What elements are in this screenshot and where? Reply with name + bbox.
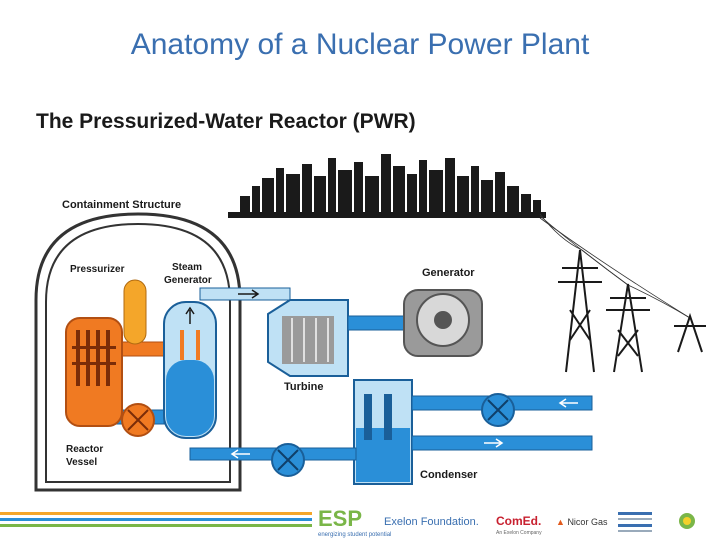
- cooling-pump: [481, 393, 515, 427]
- comed-logo: ComEd. An Exelon Company: [496, 512, 542, 536]
- generator: [403, 289, 483, 357]
- condenser-label: Condenser: [420, 469, 478, 481]
- city-skyline: [228, 154, 546, 218]
- nicor-gas-logo: ▲ Nicor Gas: [556, 517, 607, 527]
- comed-tagline: An Exelon Company: [496, 530, 542, 536]
- footer: ESP energizing student potential Exelon …: [0, 500, 720, 540]
- esp-logo: ESP energizing student potential: [318, 506, 391, 538]
- bp-helios-icon: [679, 513, 695, 529]
- esp-logo-text: ESP: [318, 506, 363, 531]
- footer-stripes: [0, 512, 312, 527]
- exelon-foundation-logo: Exelon Foundation.: [384, 516, 479, 528]
- turbine: [267, 299, 349, 377]
- partner-seal: [618, 510, 654, 539]
- slide-title: Anatomy of a Nuclear Power Plant: [130, 28, 590, 61]
- steam-generator: [163, 301, 217, 439]
- pwr-diagram: The Pressurized-Water Reactor (PWR): [34, 110, 706, 492]
- steam-generator-label-line2: Generator: [164, 275, 212, 286]
- containment-structure-label: Containment Structure: [62, 199, 181, 211]
- generator-label: Generator: [422, 267, 475, 279]
- condenser: [353, 379, 413, 485]
- nicor-gas-icon: ▲: [556, 517, 565, 527]
- transmission-tower-3: [674, 312, 706, 353]
- turbine-shaft: [347, 315, 409, 331]
- comed-logo-text: ComEd.: [496, 514, 542, 528]
- feedwater-pump: [271, 443, 305, 477]
- reactor-vessel-label-line1: Reactor: [66, 444, 103, 455]
- nicor-gas-label: Nicor Gas: [567, 517, 608, 527]
- steam-pipe: [199, 287, 291, 301]
- transmission-tower-2: [606, 283, 650, 373]
- primary-pump: [121, 403, 155, 437]
- diagram-title: The Pressurized-Water Reactor (PWR): [36, 110, 416, 133]
- bp-logo: [678, 512, 696, 535]
- reactor-vessel: [65, 317, 123, 427]
- pressurizer: [123, 279, 147, 345]
- pressurizer-label: Pressurizer: [70, 264, 125, 275]
- turbine-label: Turbine: [284, 381, 324, 393]
- power-lines: [539, 213, 691, 319]
- reactor-vessel-label-line2: Vessel: [66, 457, 97, 468]
- esp-tagline: energizing student potential: [318, 532, 392, 538]
- transmission-tower-1: [558, 249, 602, 373]
- steam-generator-label-line1: Steam: [172, 262, 202, 273]
